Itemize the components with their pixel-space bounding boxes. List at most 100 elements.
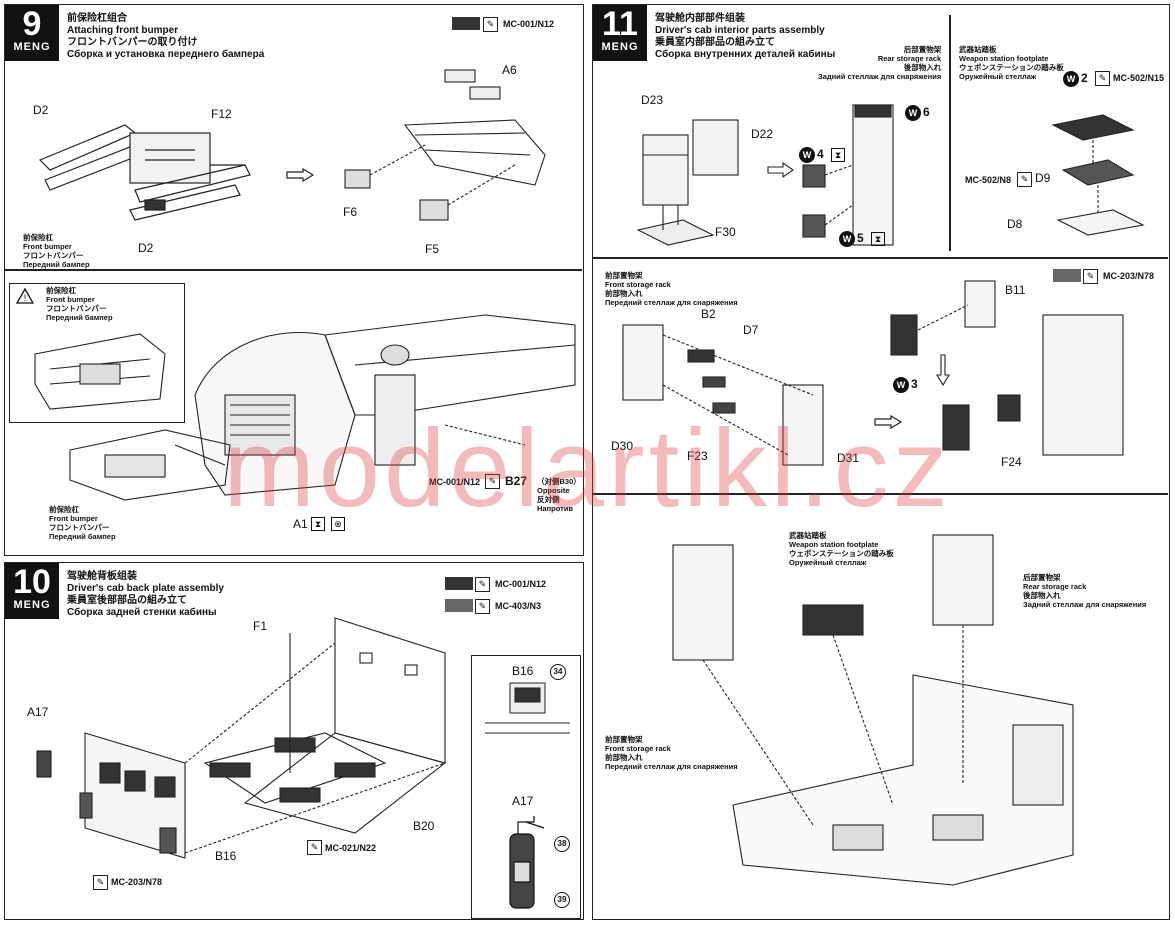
label-a17: A17	[27, 705, 49, 719]
decal-38: 38	[554, 836, 570, 852]
interior-parts-drawing	[636, 104, 894, 246]
no-glue-icon: ⊗	[331, 517, 345, 531]
inset-bumper-note: 前保险杠 Front bumper フロントバンパー Передний бамп…	[46, 286, 113, 322]
wheel-count-2: 2	[1081, 71, 1088, 85]
brush-icon: ✎	[307, 840, 322, 855]
wheel-icon: W	[905, 105, 921, 121]
footplate-drawing	[1051, 114, 1145, 236]
bumper-note-bottom: 前保险杠 Front bumper フロントバンパー Передний бамп…	[49, 505, 116, 541]
title-en: Driver's cab back plate assembly	[67, 583, 224, 594]
rear-rack-note: 后部置物架 Rear storage rack 後部物入れ Задний сте…	[818, 45, 942, 81]
front-bumper-note: 前保险杠 Front bumper フロントバンパー Передний бамп…	[23, 233, 90, 269]
label-f24: F24	[1001, 455, 1022, 469]
rear-rack-note-2: 后部置物架 Rear storage rack 後部物入れ Задний сте…	[1023, 573, 1147, 609]
label-f30: F30	[715, 225, 736, 239]
step-number: 11	[602, 5, 638, 43]
brand-logo: MENG	[13, 41, 51, 53]
paint-code-d: MC-203/N78	[111, 877, 163, 887]
bumper-assembled-drawing	[69, 429, 231, 501]
paint-code-a: MC-502/N15	[1113, 73, 1165, 83]
step-11-badge: 11 MENG	[593, 5, 647, 61]
label-a1: A1	[293, 517, 308, 531]
step-9-titles: 前保险杠组合 Attaching front bumper フロントバンパーの取…	[67, 13, 264, 61]
brush-icon: ✎	[93, 875, 108, 890]
rear-rack-drawing	[890, 280, 1124, 456]
label-f1: F1	[253, 619, 268, 633]
inset-box: ! 前保险杠 Front bumper フロントバンパー Передний ба…	[9, 283, 185, 423]
cab-assembly-drawing	[672, 534, 1074, 886]
label-f6: F6	[343, 205, 358, 219]
label-d9: D9	[1035, 171, 1051, 185]
paint-code-2: MC-001/N12	[429, 477, 481, 487]
label-d30: D30	[611, 439, 634, 453]
step-10-badge: 10 MENG	[5, 563, 59, 619]
title-cn: 前保险杠组合	[67, 13, 127, 24]
title-ru: Сборка внутренних деталей кабины	[655, 49, 836, 60]
divider	[593, 493, 1168, 495]
paint-swatch	[452, 17, 480, 30]
label-d22: D22	[751, 127, 774, 141]
paint-code-b: MC-502/N8	[965, 175, 1012, 185]
step-10-panel: 10 MENG 驾驶舱背板组装 Driver's cab back plate …	[4, 562, 584, 920]
wheel-count-3: 3	[911, 377, 918, 391]
hourglass-icon: ⧗	[831, 148, 845, 162]
hourglass-icon: ⧗	[871, 232, 885, 246]
label-d8: D8	[1007, 217, 1023, 231]
brush-icon: ✎	[1083, 269, 1098, 284]
brush-icon: ✎	[475, 599, 490, 614]
decal-34: 34	[550, 664, 566, 680]
title-jp: 乗員室内部部品の組み立て	[655, 37, 775, 48]
step-number: 9	[22, 5, 42, 43]
warning-icon: !	[16, 288, 34, 304]
front-rack-drawing	[622, 324, 824, 466]
title-en: Attaching front bumper	[67, 25, 179, 36]
label-f5: F5	[425, 242, 440, 256]
weapon-footplate-note: 武器站踏板 Weapon station footplate ウェポンステーショ…	[959, 45, 1064, 81]
label-b27: B27	[505, 474, 528, 488]
fire-extinguisher-icon	[509, 816, 545, 909]
label-f12: F12	[211, 107, 232, 121]
paint-code: MC-001/N12	[503, 19, 555, 29]
cab-back-plate-drawing	[36, 617, 447, 859]
step-number: 10	[13, 563, 51, 601]
title-jp: 乗員室後部部品の組み立て	[67, 595, 187, 606]
paint-code-c: MC-021/N22	[325, 843, 377, 853]
wheel-count-4: 4	[817, 147, 824, 161]
paint-swatch	[1053, 269, 1081, 282]
opposite-note: （对侧B30） Opposite 反対側 Напротив	[537, 477, 581, 513]
step-10-titles: 驾驶舱背板组装 Driver's cab back plate assembly…	[67, 571, 224, 619]
label-b20: B20	[413, 819, 435, 833]
label-d2-bottom: D2	[138, 241, 154, 255]
svg-text:!: !	[24, 293, 27, 303]
paint-code-c: MC-203/N78	[1103, 271, 1155, 281]
title-cn: 驾驶舱内部部件组装	[655, 13, 745, 24]
decal-39: 39	[554, 892, 570, 908]
brush-icon: ✎	[1095, 71, 1110, 86]
label-f23: F23	[687, 449, 708, 463]
brush-icon: ✎	[475, 577, 490, 592]
brand-logo: MENG	[13, 599, 51, 611]
inset-drawing	[34, 333, 166, 410]
wheel-icon: W	[1063, 71, 1079, 87]
paint-swatch	[445, 599, 473, 612]
step-9-panel: 9 MENG 前保险杠组合 Attaching front bumper フロン…	[4, 4, 584, 556]
label-a17-inset: A17	[512, 794, 534, 808]
paint-code-a: MC-001/N12	[495, 579, 547, 589]
arrow-icon	[874, 415, 903, 429]
front-rack-note-2: 前部置物架 Front storage rack 前部物入れ Передний …	[605, 735, 738, 771]
brush-icon: ✎	[1017, 172, 1032, 187]
brand-logo: MENG	[601, 41, 639, 53]
bumper-parts-drawing	[38, 124, 251, 221]
label-b11: B11	[1005, 283, 1026, 297]
label-d23: D23	[641, 93, 664, 107]
brush-icon: ✎	[483, 17, 498, 32]
hourglass-icon: ⧗	[311, 517, 325, 531]
divider	[5, 269, 582, 271]
paint-code-b: MC-403/N3	[495, 601, 542, 611]
title-en: Driver's cab interior parts assembly	[655, 25, 825, 36]
divider	[949, 15, 951, 251]
label-b16: B16	[215, 849, 237, 863]
title-ru: Сборка задней стенки кабины	[67, 607, 217, 618]
front-rack-note: 前部置物架 Front storage rack 前部物入れ Передний …	[605, 271, 738, 307]
title-cn: 驾驶舱背板组装	[67, 571, 137, 582]
